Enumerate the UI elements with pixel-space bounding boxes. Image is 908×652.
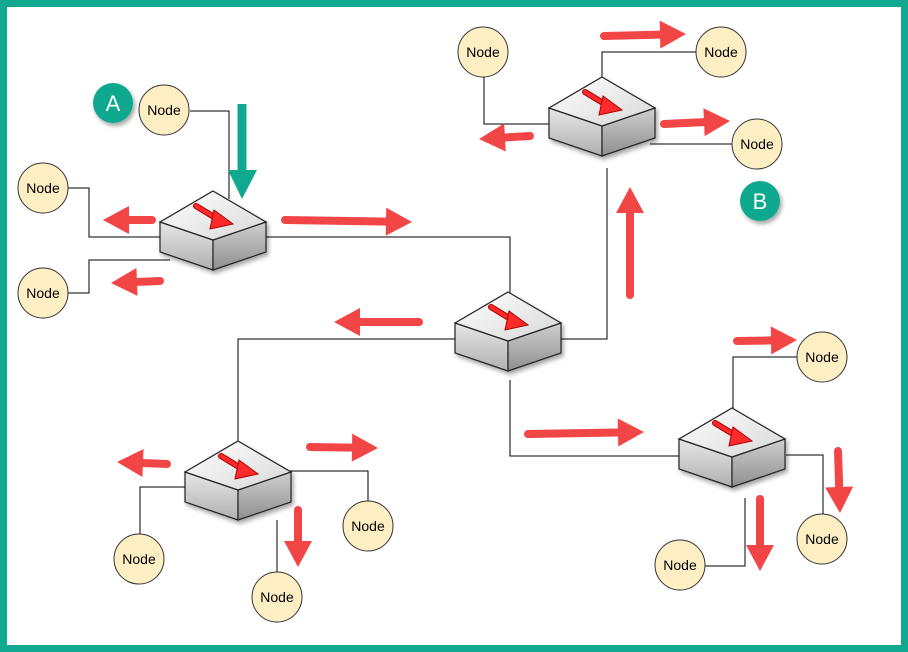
direction-arrow [825, 447, 854, 513]
switch-center [453, 291, 563, 372]
node-label: Node [260, 589, 294, 605]
node-label: Node [704, 44, 738, 60]
node-b1: Node [457, 26, 509, 78]
direction-arrow [334, 308, 423, 336]
link-node-c3 [290, 470, 369, 502]
direction-arrow [281, 207, 412, 236]
link-node-a3 [68, 259, 170, 294]
node-d3: Node [654, 539, 706, 591]
node-a1: Node [138, 84, 190, 136]
link-center-bottomleft [237, 338, 457, 442]
direction-arrow [600, 20, 686, 49]
link-node-d1 [732, 356, 797, 408]
switch-icon [218, 453, 260, 480]
direction-arrow [479, 123, 534, 152]
node-label: Node [663, 557, 697, 573]
link-node-a2 [68, 187, 162, 238]
link-node-d3 [704, 498, 746, 567]
switch-left [158, 190, 268, 271]
link-node-b2 [601, 51, 696, 80]
direction-arrow [284, 506, 312, 567]
node-label: Node [351, 518, 385, 534]
direction-arrow [111, 267, 164, 296]
direction-arrow [103, 206, 156, 234]
badge-a-label: A [106, 91, 121, 116]
node-label: Node [122, 551, 156, 567]
link-left-center [262, 236, 511, 293]
switch-icon [488, 304, 530, 331]
link-topright-center [560, 168, 608, 340]
direction-arrow [660, 108, 730, 137]
node-label: Node [26, 180, 60, 196]
node-label: Node [466, 44, 500, 60]
node-label: Node [26, 285, 60, 301]
badge-b-label: B [753, 189, 768, 214]
switch-icon [582, 89, 624, 116]
node-label: Node [805, 349, 839, 365]
teal-arrow [228, 104, 257, 199]
link-node-c1 [139, 486, 186, 535]
connection-lines [68, 51, 824, 573]
node-d1: Node [796, 331, 848, 383]
link-node-d2 [786, 454, 824, 515]
link-node-a1 [190, 110, 230, 199]
direction-arrow [306, 433, 378, 462]
node-a2: Node [17, 162, 69, 214]
direction-arrow [524, 418, 644, 447]
badge-a: A [93, 83, 133, 123]
node-c2: Node [251, 571, 303, 623]
node-label: Node [805, 531, 839, 547]
direction-arrow [616, 187, 644, 299]
switch-top-right [547, 76, 657, 157]
switch-icon [712, 420, 754, 447]
badge-b: B [740, 181, 780, 221]
direction-arrow [746, 495, 774, 571]
node-c3: Node [342, 500, 394, 552]
node-b3: Node [731, 118, 783, 170]
direction-arrow [117, 449, 171, 478]
node-a3: Node [17, 267, 69, 319]
switch-bottom-left [183, 440, 293, 521]
switch-icon [193, 203, 235, 230]
node-label: Node [740, 136, 774, 152]
node-b2: Node [695, 26, 747, 78]
node-c1: Node [113, 533, 165, 585]
direction-arrow [733, 326, 797, 355]
switch-bottom-right [677, 407, 787, 488]
link-node-b1 [483, 77, 550, 125]
node-label: Node [147, 102, 181, 118]
node-d2: Node [796, 513, 848, 565]
link-center-bottomright [509, 380, 680, 457]
